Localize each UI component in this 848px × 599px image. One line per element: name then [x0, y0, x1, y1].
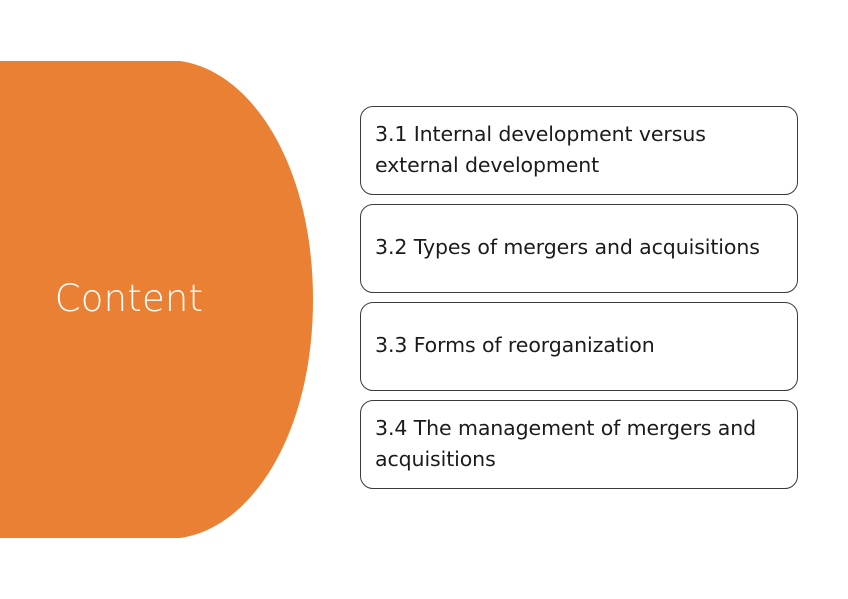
- orange-half-round-shape: [0, 61, 314, 538]
- list-item-label: 3.4 The management of mergers and acquis…: [375, 415, 757, 471]
- list-item[interactable]: 3.1 Internal development versus external…: [360, 106, 798, 195]
- orange-shape-path: [0, 61, 313, 538]
- list-item-label: 3.2 Types of mergers and acquisitions: [375, 235, 760, 259]
- list-item[interactable]: 3.3 Forms of reorganization: [360, 302, 798, 391]
- list-item[interactable]: 3.2 Types of mergers and acquisitions: [360, 204, 798, 293]
- list-item-label: 3.3 Forms of reorganization: [375, 333, 655, 357]
- list-item[interactable]: 3.4 The management of mergers and acquis…: [360, 400, 798, 489]
- list-item-label: 3.1 Internal development versus external…: [375, 121, 706, 177]
- content-list: 3.1 Internal development versus external…: [360, 106, 798, 489]
- page-title: Content: [54, 277, 204, 320]
